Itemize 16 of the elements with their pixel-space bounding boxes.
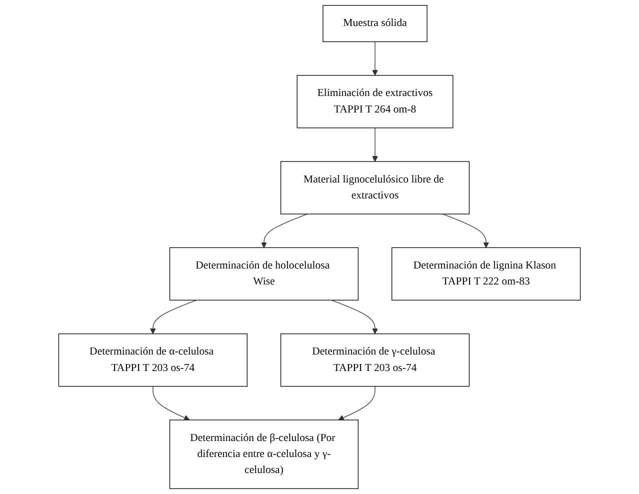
arrow	[331, 300, 378, 334]
node-box: Eliminación de extractivos TAPPI T 264 om-8	[296, 75, 454, 128]
arrow	[261, 214, 308, 248]
node-box: Determinación de γ-celulosa TAPPI T 203 os-74	[280, 333, 470, 387]
arrow	[442, 214, 490, 248]
node-box: Muestra sólida	[322, 5, 428, 42]
arrow	[150, 300, 197, 334]
node-box: Material lignocelulósico libre de extractivos	[280, 161, 470, 214]
arrow	[338, 386, 376, 420]
node-box: Determinación de α-celulosa TAPPI T 203 os-74	[58, 333, 248, 387]
node-box: Determinación de lignina Klason TAPPI T 222 om-83	[392, 247, 581, 300]
arrow	[152, 386, 190, 420]
node-box: Determinación de β-celulosa (Por diferencia entre α-celulosa y γ-celulosa)	[169, 420, 359, 489]
node-box: Determinación de holocelulosa Wise	[169, 247, 359, 300]
arrow	[372, 41, 378, 76]
arrow	[372, 128, 378, 162]
